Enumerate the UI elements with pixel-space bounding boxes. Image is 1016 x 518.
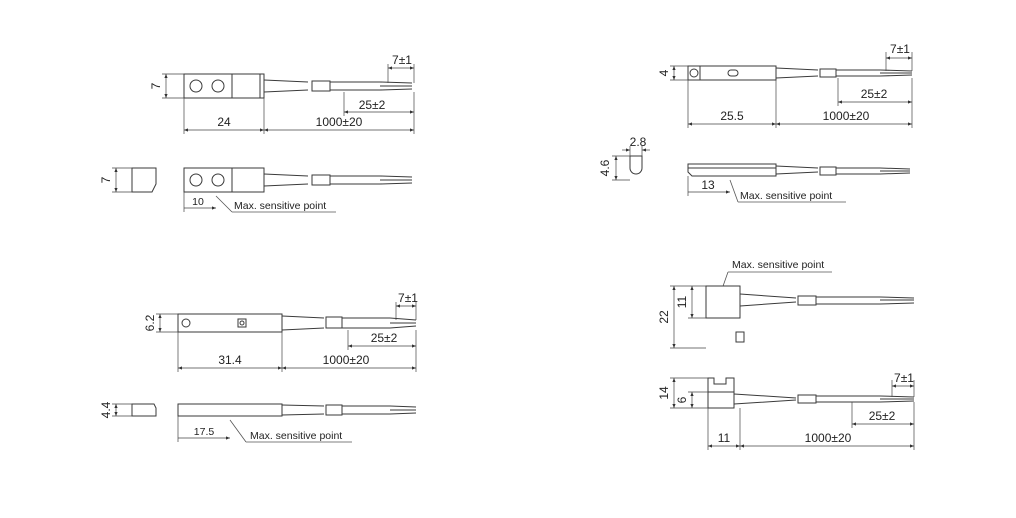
sensor-d-body (705, 285, 741, 319)
sensor-b-body (687, 65, 777, 81)
sensor-b-body-length: 25.5 (720, 109, 744, 123)
sensor-a-side-view: 7 10 Max. sensitive point (99, 167, 413, 213)
sensor-a-top-view: 7 24 1000±20 25±2 7±1 (149, 53, 415, 134)
sensor-a-strip-inner: 7±1 (392, 53, 412, 67)
sensor-c-strip-outer: 25±2 (371, 331, 398, 345)
sensor-c-strip-inner: 7±1 (398, 291, 418, 305)
sensor-a-sensitive-dist: 10 (192, 196, 204, 208)
sensor-c-sensitive-dist: 17.5 (194, 426, 215, 438)
sensor-a-hole-1 (189, 79, 203, 93)
sensor-d-side-view: 14 6 11 1000±20 25±2 7±1 (657, 371, 915, 450)
sensor-d-side-inner: 6 (675, 396, 689, 403)
sensor-d-strip-inner: 7±1 (894, 371, 914, 385)
sensor-a-hole-2 (211, 79, 225, 93)
sensor-d-outer-height: 22 (657, 310, 671, 324)
sensor-b-side-view: 13 Max. sensitive point (687, 163, 911, 203)
sensor-a-cable-length: 1000±20 (316, 115, 363, 129)
sensor-c-end-profile (131, 403, 157, 417)
sensor-c-top-view: 6.2 31.4 1000±20 25±2 7±1 (143, 291, 418, 372)
sensor-c-cable-length: 1000±20 (323, 353, 370, 367)
sensor-d-side-height: 14 (657, 386, 671, 400)
sensor-a-strip-outer: 25±2 (359, 98, 386, 112)
sensor-a-cable (263, 79, 309, 93)
sensor-b-strip-outer: 25±2 (861, 87, 888, 101)
sensor-c-body (177, 313, 283, 333)
sensor-b-sensitive-label: Max. sensitive point (740, 190, 832, 202)
sensor-d-front-view: Max. sensitive point 22 11 (657, 259, 915, 349)
sensor-c-sensitive-label: Max. sensitive point (250, 430, 342, 442)
sensor-b-strip-inner: 7±1 (890, 42, 910, 56)
sensor-d-sensitive-label: Max. sensitive point (732, 259, 824, 271)
sensor-a-end-profile (131, 167, 157, 193)
sensor-b-height: 4 (657, 69, 671, 76)
sensor-a-height: 7 (149, 82, 163, 89)
sensor-d-strip-outer: 25±2 (869, 409, 896, 423)
sensor-b-end-profile (629, 155, 643, 175)
sensor-c-end-height: 4.4 (99, 401, 113, 418)
sensor-a-sensitive-label: Max. sensitive point (234, 200, 326, 212)
sensor-b-sensitive-dist: 13 (701, 178, 715, 192)
sensor-b-end-view: 2.8 4.6 (598, 135, 650, 181)
sensor-d-body-length: 11 (718, 431, 731, 445)
sensor-b-end-height: 4.6 (598, 159, 612, 176)
sensor-c-side-view: 4.4 17.5 Max. sensitive point (99, 401, 417, 443)
sensor-d-inner-height: 11 (675, 295, 689, 308)
sensor-c-height: 6.2 (143, 314, 157, 331)
sensor-b-top-view: 4 25.5 1000±20 25±2 7±1 (657, 42, 913, 128)
sensor-b-end-width: 2.8 (630, 135, 647, 149)
sensor-a-body-length: 24 (217, 115, 231, 129)
sensor-d-cable-length: 1000±20 (805, 431, 852, 445)
sensor-a-end-height: 7 (99, 176, 113, 183)
sensor-b-cable-length: 1000±20 (823, 109, 870, 123)
sensor-c-body-length: 31.4 (218, 353, 242, 367)
